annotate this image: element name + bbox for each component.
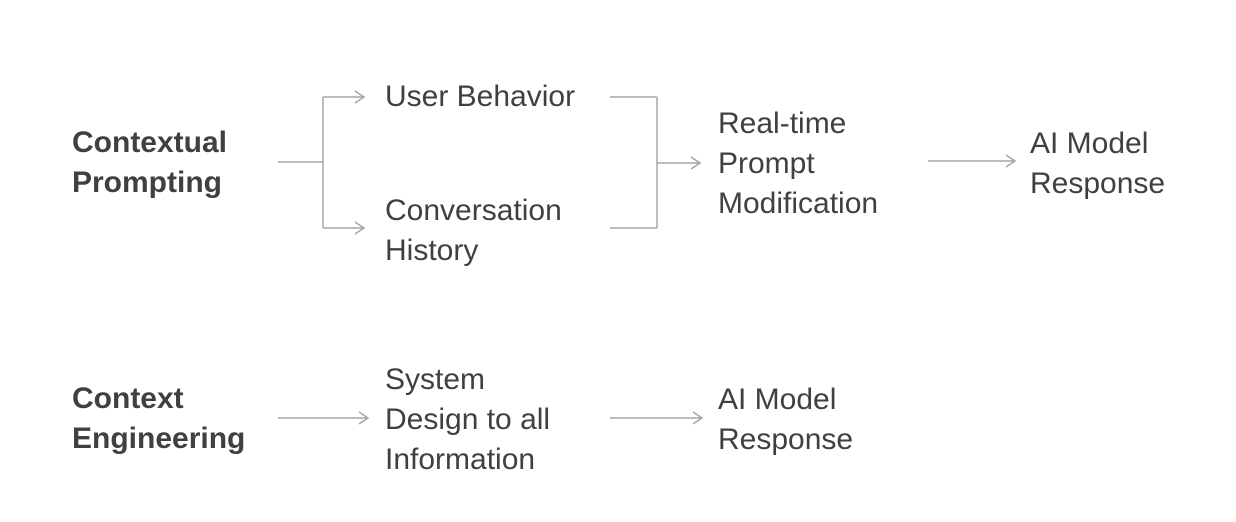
node-conversation-history: Conversation History xyxy=(385,194,562,267)
node-user-behavior: User Behavior xyxy=(385,80,576,113)
node-realtime-prompt-modification: Real-time Prompt Modification xyxy=(718,107,879,220)
node-ai-model-response-1: AI Model Response xyxy=(1030,127,1166,200)
node-system-design-to-all-information: System Design to all Information xyxy=(385,363,551,476)
node-ai-model-response-2: AI Model Response xyxy=(718,383,854,456)
node-contextual-prompting: Contextual Prompting xyxy=(72,126,228,199)
node-context-engineering: Context Engineering xyxy=(72,382,246,455)
